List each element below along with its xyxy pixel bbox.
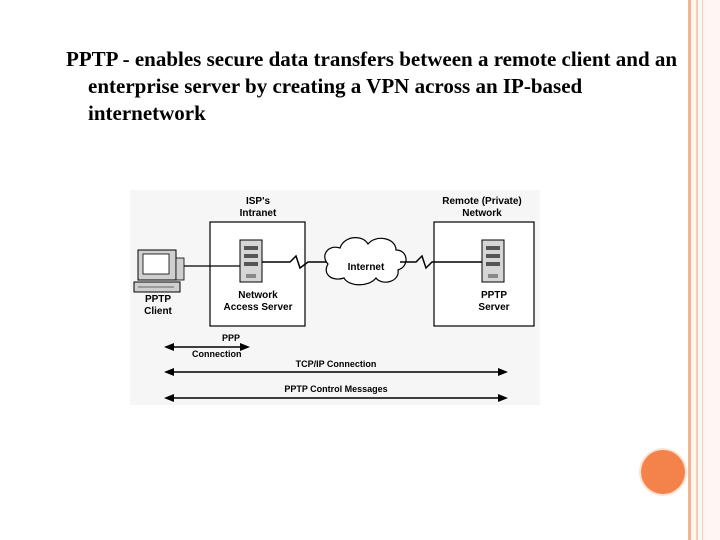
client-label-line1: PPTP xyxy=(145,294,171,305)
client-label-line2: Client xyxy=(144,306,172,317)
tcpip-label: TCP/IP Connection xyxy=(296,359,377,369)
ppp-label-line1: PPP xyxy=(222,333,240,343)
remote-label-line1: Remote (Private) xyxy=(442,196,521,207)
isp-label-line1: ISP's xyxy=(246,196,270,207)
nas-label-line1: Network xyxy=(238,290,278,301)
frame-border-line xyxy=(702,0,703,540)
control-label: PPTP Control Messages xyxy=(284,384,387,394)
isp-label-line2: Intranet xyxy=(240,208,277,219)
nas-internet-link xyxy=(262,254,330,270)
nas-label-line2: Access Server xyxy=(224,302,293,313)
server-label-line2: Server xyxy=(478,302,509,313)
pptp-diagram: ISP's Intranet Remote (Private) Network … xyxy=(130,190,540,405)
slide-heading: PPTP - enables secure data transfers bet… xyxy=(66,47,678,125)
pptp-server-icon xyxy=(481,239,505,283)
tcpip-connection-arrow xyxy=(164,368,508,376)
internet-server-link xyxy=(400,254,482,270)
remote-label-line2: Network xyxy=(462,208,502,219)
nas-server-icon xyxy=(239,239,263,283)
server-label-line1: PPTP xyxy=(481,290,507,301)
frame-border-line xyxy=(696,0,698,540)
cloud-label: Internet xyxy=(348,262,385,273)
internet-cloud xyxy=(324,237,407,286)
frame-border-line xyxy=(688,0,691,540)
slide: PPTP - enables secure data transfers bet… xyxy=(0,0,688,540)
control-messages-arrow xyxy=(164,394,508,402)
decorative-orb xyxy=(641,450,685,494)
ppp-connection-arrow xyxy=(164,343,250,351)
ppp-label-line2: Connection xyxy=(192,349,242,359)
client-computer-icon xyxy=(133,249,185,293)
